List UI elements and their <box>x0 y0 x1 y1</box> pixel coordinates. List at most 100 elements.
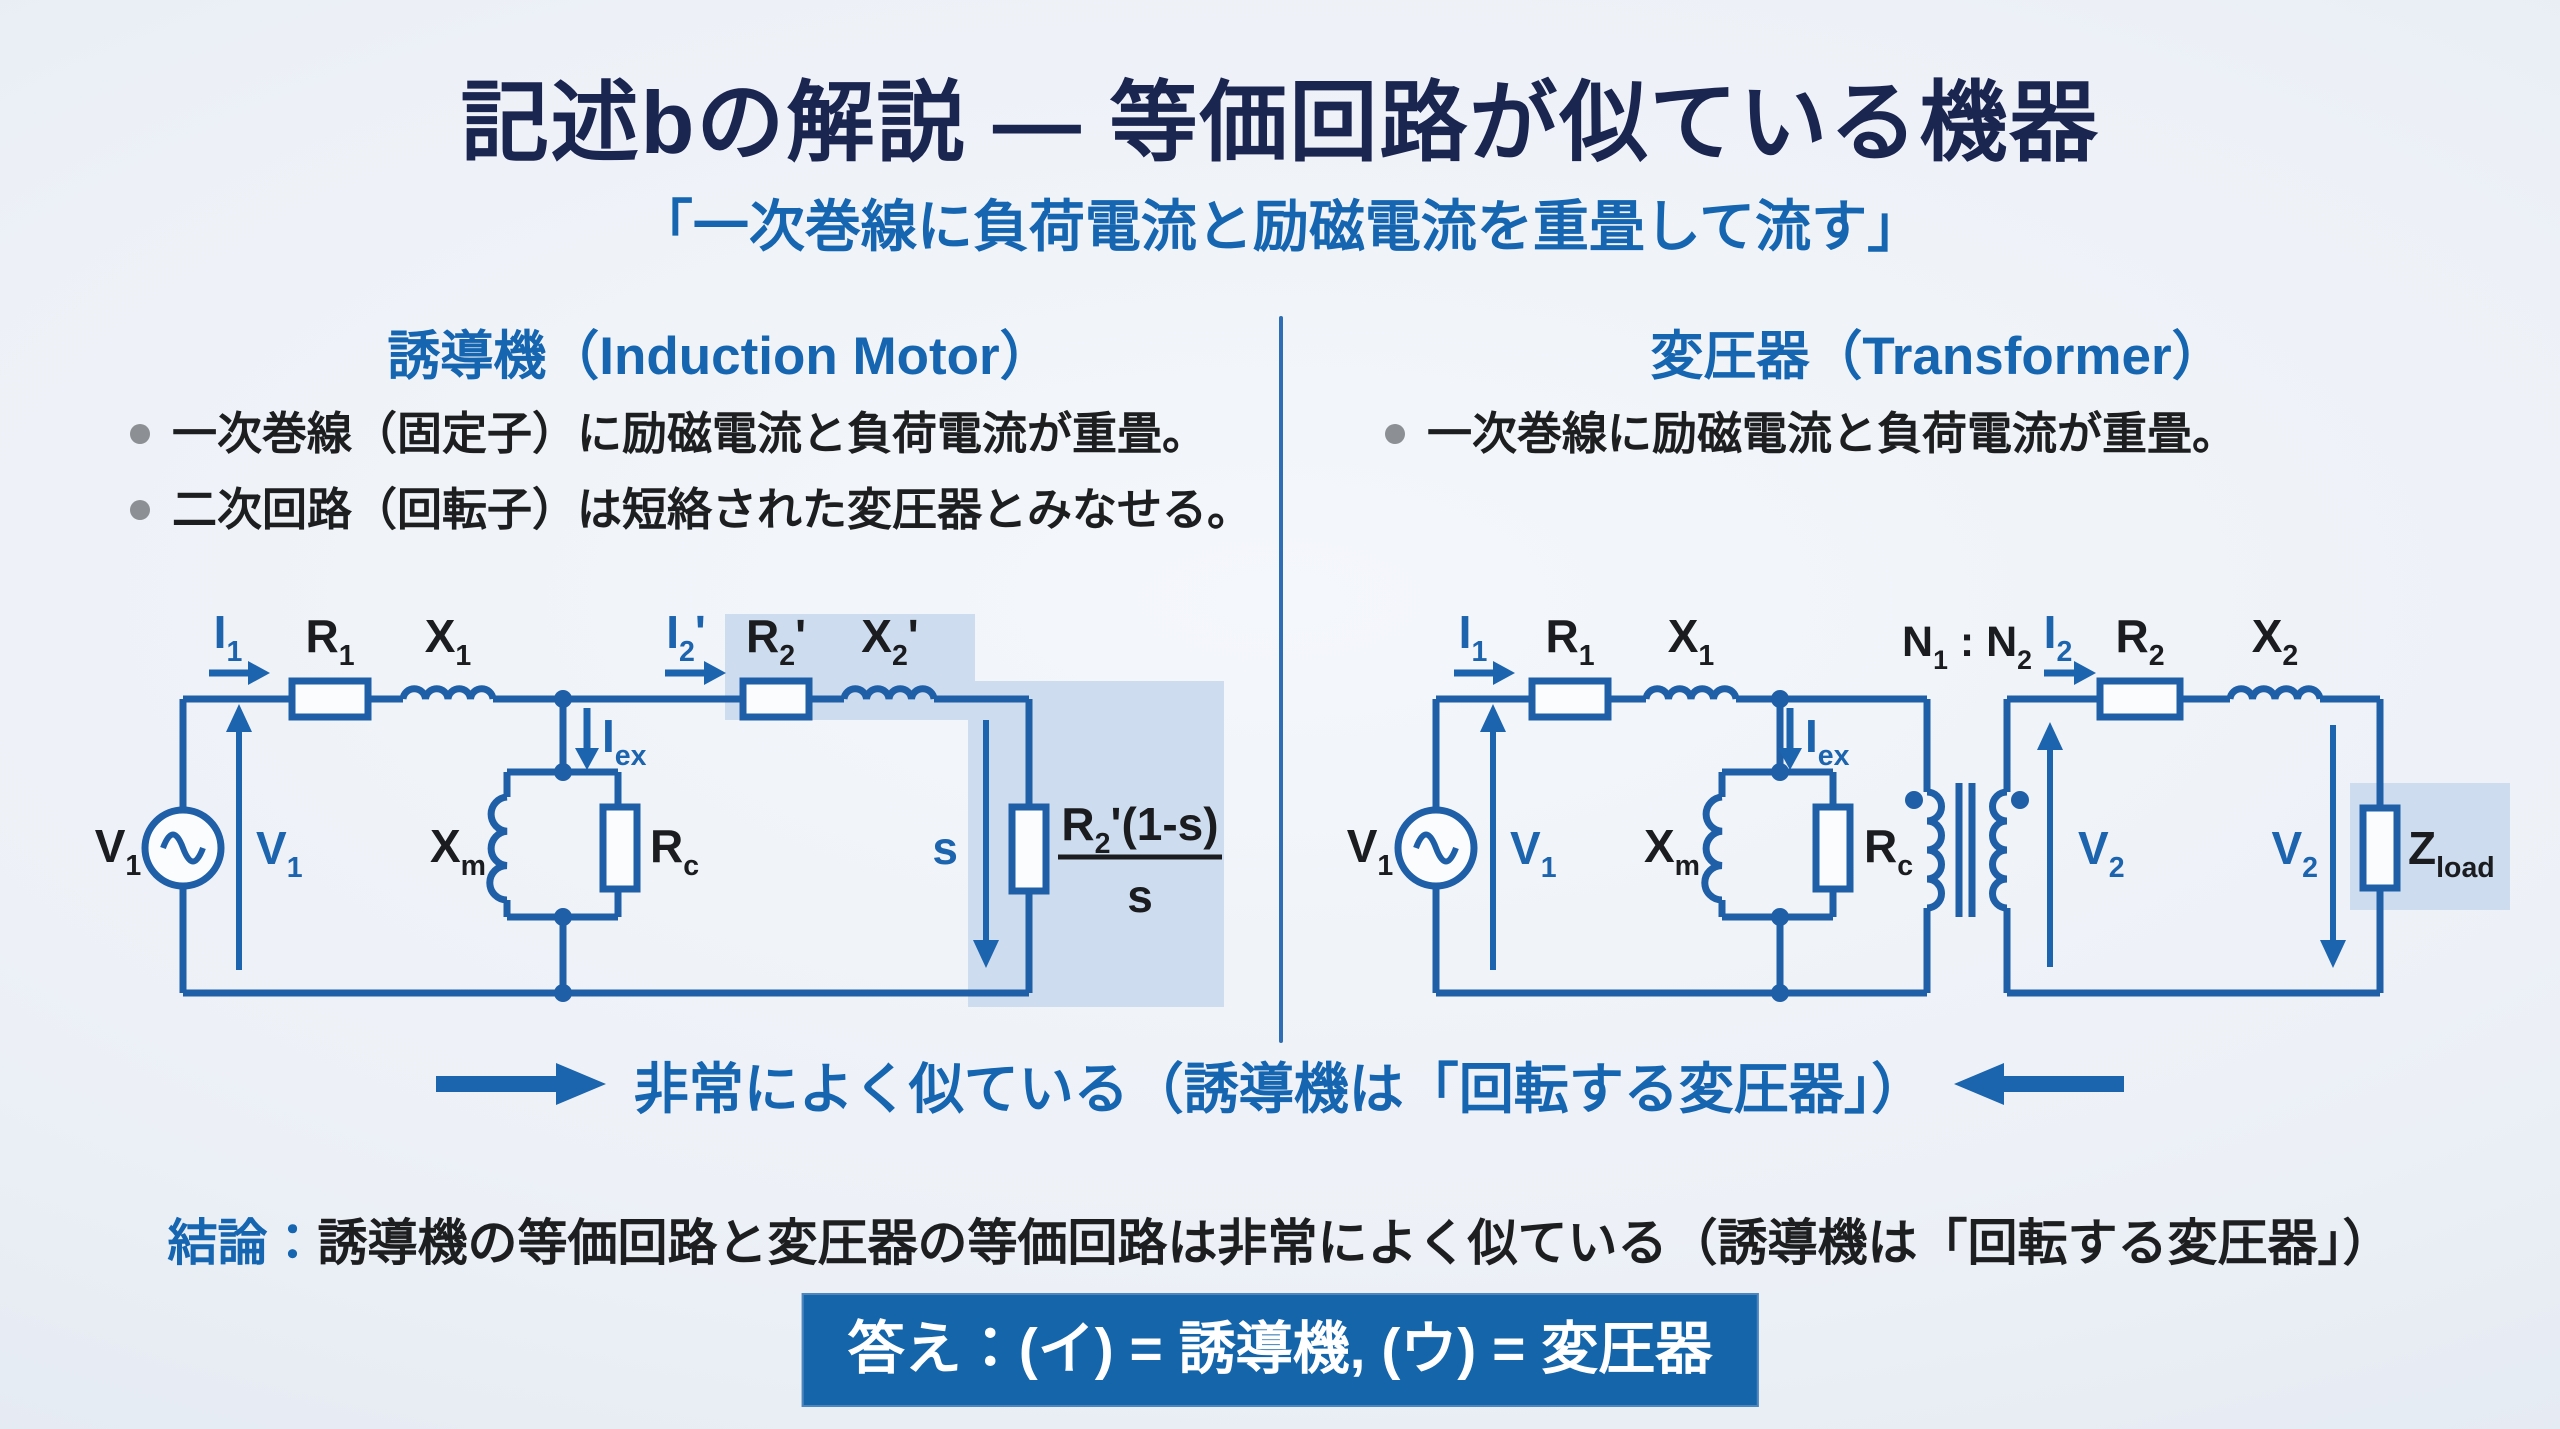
induction-motor-bullets: 一次巻線（固定子）に励磁電流と負荷電流が重畳。 二次回路（回転子）は短絡された変… <box>130 396 1290 547</box>
conclusion-label: 結論： <box>167 1215 318 1271</box>
turns-ratio-label: N1 : N2 <box>1902 618 2032 675</box>
circuit-labels: V1 I1 R1 X1 I2' R2' X2' Iex Xm Rc V1 s R… <box>95 606 1222 922</box>
slip-arrowhead-icon <box>973 940 999 968</box>
zload-label: Zload <box>2408 822 2495 884</box>
similarity-banner: 非常によく似ている（誘導機は「回転する変圧器」） <box>0 1052 2560 1120</box>
resistor-rc <box>599 803 641 893</box>
node-dot <box>554 690 572 708</box>
slip-resistor-numerator: R2'(1-s) <box>1061 798 1218 860</box>
i2p-label: I2' <box>666 606 706 668</box>
rc-label: Rc <box>1864 820 1913 882</box>
resistor-r2p <box>739 677 813 721</box>
polarity-dot-secondary <box>2011 791 2029 809</box>
r2-label: R2 <box>2115 610 2164 672</box>
source-label: V1 <box>1347 820 1394 882</box>
conclusion-text: 誘導機の等価回路と変圧器の等価回路は非常によく似ている（誘導機は「回転する変圧器… <box>317 1215 2393 1271</box>
rc-label: Rc <box>650 820 699 882</box>
node-dot <box>1771 763 1789 781</box>
resistor-slip <box>1008 803 1050 895</box>
v2-load-arrowhead-icon <box>2320 940 2346 968</box>
x2p-label: X2' <box>861 610 919 672</box>
coil-x1 <box>1642 685 1740 700</box>
bullet-text: 一次巻線（固定子）に励磁電流と負荷電流が重畳。 <box>172 408 1208 459</box>
coil-x1 <box>399 685 497 700</box>
v1-arrow-label: V1 <box>256 822 303 884</box>
v2-secondary-arrowhead-icon <box>2037 722 2063 750</box>
x1-label: X1 <box>1668 610 1715 672</box>
i1-label: I1 <box>1459 606 1488 668</box>
r2p-label: R2' <box>746 610 806 672</box>
v2-load-label: V2 <box>2271 822 2318 884</box>
x1-label: X1 <box>425 610 472 672</box>
iex-label: Iex <box>1805 710 1850 772</box>
slip-resistor-denominator: s <box>1127 870 1153 922</box>
arrow-head <box>1954 1063 2005 1105</box>
arrow-shaft <box>2002 1076 2125 1092</box>
bullet-dot <box>130 499 150 520</box>
answer-box: 答え：(イ) = 誘導機, (ウ) = 変圧器 <box>801 1293 1759 1407</box>
r1-label: R1 <box>305 610 354 672</box>
column-divider <box>1279 316 1283 1043</box>
iex-arrowhead-icon <box>575 748 599 770</box>
xm-label: Xm <box>430 820 486 882</box>
node-dots <box>1771 690 2029 1002</box>
arrow-shaft <box>435 1076 558 1092</box>
node-dot <box>1771 984 1789 1002</box>
bullet-dot <box>1385 424 1405 444</box>
slip-label: s <box>932 822 958 874</box>
coil-x2 <box>2226 685 2324 700</box>
right-arrow-icon <box>435 1063 606 1105</box>
bullet-dot <box>130 424 150 444</box>
xm-label: Xm <box>1644 820 1700 882</box>
list-item: 一次巻線（固定子）に励磁電流と負荷電流が重畳。 <box>130 396 1290 472</box>
resistor-r2 <box>2096 677 2184 721</box>
page-subtitle: 「一次巻線に負荷電流と励磁電流を重畳して流す」 <box>636 195 1924 258</box>
node-dot <box>554 984 572 1002</box>
annotation-arrows <box>1454 661 2346 970</box>
transformer-bullets: 一次巻線に励磁電流と負荷電流が重畳。 <box>1385 396 2545 472</box>
i1-arrowhead-icon <box>248 661 270 685</box>
i2p-arrowhead-icon <box>704 661 726 685</box>
v2-secondary-label: V2 <box>2078 822 2125 884</box>
r1-label: R1 <box>1545 610 1594 672</box>
i2-label: I2 <box>2044 606 2073 668</box>
source-label: V1 <box>95 820 142 882</box>
sine-icon <box>1413 831 1459 865</box>
resistor-zload <box>2359 804 2401 892</box>
transformer-circuit: V1 I1 R1 X1 Iex Xm Rc N1 : N2 I2 R2 X2 V… <box>1347 606 2510 1002</box>
node-dot <box>554 908 572 926</box>
node-dot <box>1771 908 1789 926</box>
wire-segment <box>2003 695 2384 997</box>
node-dots <box>554 690 572 1002</box>
node-dot <box>1771 690 1789 708</box>
resistor-r1 <box>288 677 372 721</box>
list-item: 一次巻線に励磁電流と負荷電流が重畳。 <box>1385 396 2545 472</box>
list-item: 二次回路（回転子）は短絡された変圧器とみなせる。 <box>130 472 1290 548</box>
i1-label: I1 <box>214 606 243 668</box>
transformer-core <box>1955 783 1976 917</box>
induction-motor-heading: 誘導機（Induction Motor） <box>387 327 1053 386</box>
circuit-wires <box>141 677 1050 997</box>
highlight-regions <box>725 614 1224 1007</box>
page-title: 記述bの解説 — 等価回路が似ている機器 <box>460 73 2100 172</box>
i1-arrowhead-icon <box>1493 661 1515 685</box>
bullet-text: 一次巻線に励磁電流と負荷電流が重畳。 <box>1427 408 2238 459</box>
iex-label: Iex <box>602 710 647 772</box>
resistor-rc <box>1812 803 1854 893</box>
induction-motor-circuit: V1 I1 R1 X1 I2' R2' X2' Iex Xm Rc V1 s R… <box>95 606 1224 1007</box>
coil-xm <box>1701 793 1723 904</box>
bullet-text: 二次回路（回転子）は短絡された変圧器とみなせる。 <box>172 483 1253 535</box>
coil-xm <box>486 793 508 904</box>
transformer-heading: 変圧器（Transformer） <box>1650 327 2225 386</box>
conclusion-line: 結論：誘導機の等価回路と変圧器の等価回路は非常によく似ている（誘導機は「回転する… <box>0 1203 2560 1275</box>
circuit-labels: V1 I1 R1 X1 Iex Xm Rc N1 : N2 I2 R2 X2 V… <box>1347 606 2495 884</box>
iex-arrowhead-icon <box>1778 748 1802 770</box>
resistor-r1 <box>1528 677 1612 721</box>
transformer-secondary-coil <box>1989 788 2008 912</box>
v1-arrowhead-icon <box>226 704 252 732</box>
coil-x2p <box>840 685 938 700</box>
v1-arrow-label: V1 <box>1510 822 1557 884</box>
left-arrow-icon <box>1954 1063 2125 1105</box>
sine-icon <box>160 831 206 865</box>
